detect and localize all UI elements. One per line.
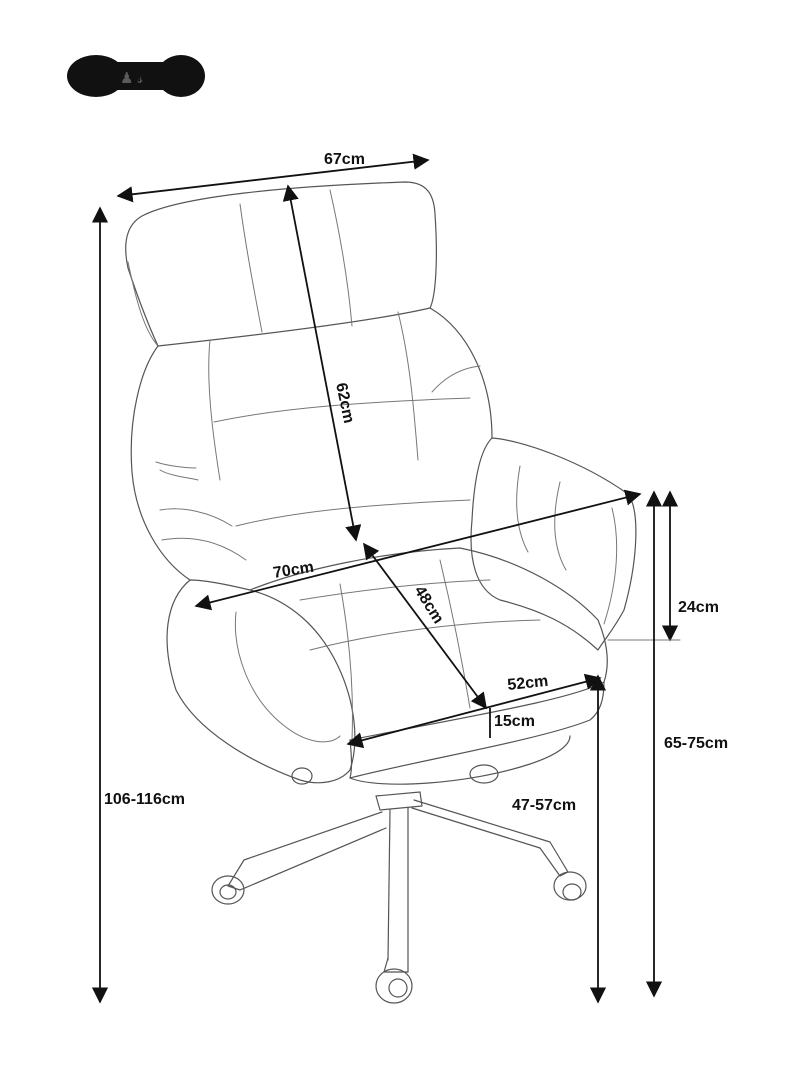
label-cushion-thickness: 15cm bbox=[494, 713, 535, 730]
chair-illustration bbox=[125, 181, 637, 1004]
backrest bbox=[130, 307, 493, 581]
label-seat-floor-height: 47-57cm bbox=[512, 797, 576, 814]
right-armrest bbox=[470, 437, 637, 651]
label-armrest-floor-height: 65-75cm bbox=[664, 735, 728, 752]
caster-front bbox=[375, 968, 413, 1004]
label-backrest-height: 62cm bbox=[332, 381, 357, 425]
label-total-height: 106-116cm bbox=[104, 791, 185, 808]
label-seat-width: 70cm bbox=[272, 559, 315, 582]
caster-left bbox=[211, 875, 245, 905]
caster-right bbox=[553, 871, 587, 901]
label-seat-front-width: 52cm bbox=[507, 673, 549, 694]
dimension-lines bbox=[91, 153, 681, 1004]
headrest bbox=[125, 181, 437, 347]
base-leg bbox=[227, 811, 387, 891]
brand-logo-icon: ♟ 𝓈 bbox=[67, 55, 205, 97]
label-headrest-width: 67cm bbox=[324, 151, 365, 168]
svg-text:♟ 𝓈: ♟ 𝓈 bbox=[120, 70, 144, 87]
left-armrest bbox=[166, 579, 356, 784]
label-armrest-height: 24cm bbox=[678, 599, 719, 616]
label-seat-depth: 48cm bbox=[411, 583, 447, 627]
